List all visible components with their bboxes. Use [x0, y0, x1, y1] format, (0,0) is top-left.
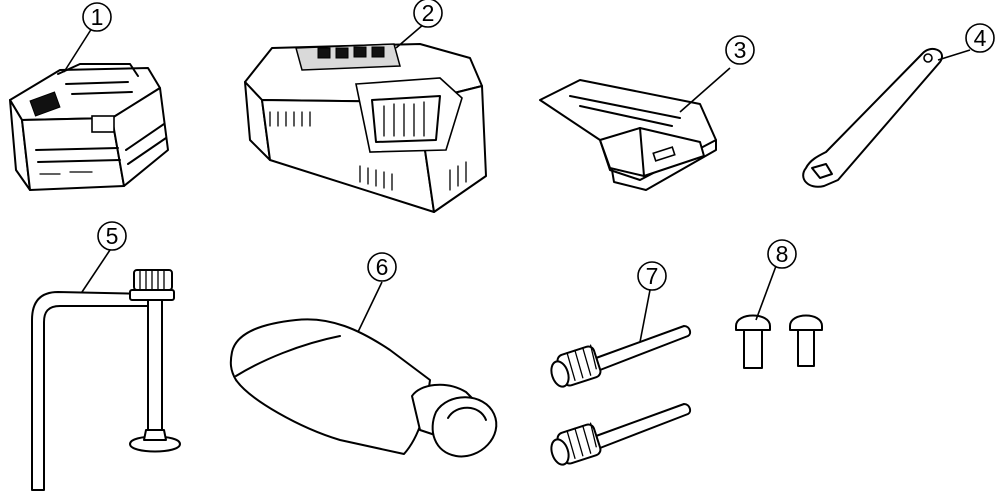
callout-5: 5 — [97, 221, 127, 251]
leader-line-2 — [395, 23, 425, 49]
l-bar-tool-icon — [31, 269, 181, 491]
oil-bottle-icon — [229, 318, 498, 458]
callout-6: 6 — [367, 252, 397, 282]
callout-label-6: 6 — [376, 254, 389, 280]
callout-2: 2 — [413, 0, 443, 28]
charger-icon — [244, 43, 487, 213]
callout-label-8: 8 — [776, 241, 789, 267]
callout-label-2: 2 — [422, 0, 435, 26]
leader-line-1 — [63, 27, 93, 73]
callout-8: 8 — [767, 239, 797, 269]
callout-label-3: 3 — [734, 37, 747, 63]
callout-label-4: 4 — [974, 25, 987, 51]
callout-4: 4 — [965, 23, 995, 53]
callout-7: 7 — [637, 261, 667, 291]
callout-3: 3 — [725, 35, 755, 65]
leader-line-6 — [357, 281, 383, 333]
leader-line-8 — [755, 265, 777, 321]
pin-screw-icon — [550, 325, 692, 466]
callout-label-5: 5 — [106, 223, 119, 249]
callout-label-1: 1 — [91, 4, 104, 30]
callout-label-7: 7 — [646, 263, 659, 289]
battery-cover-icon — [539, 79, 717, 191]
leader-line-7 — [639, 289, 651, 343]
wrench-icon — [802, 47, 943, 188]
callout-1: 1 — [82, 2, 112, 32]
leader-line-5 — [81, 249, 111, 293]
bolt-icon — [735, 314, 823, 369]
battery-pack-icon — [9, 63, 169, 191]
leader-line-3 — [679, 67, 731, 113]
leader-line-4 — [937, 49, 971, 61]
